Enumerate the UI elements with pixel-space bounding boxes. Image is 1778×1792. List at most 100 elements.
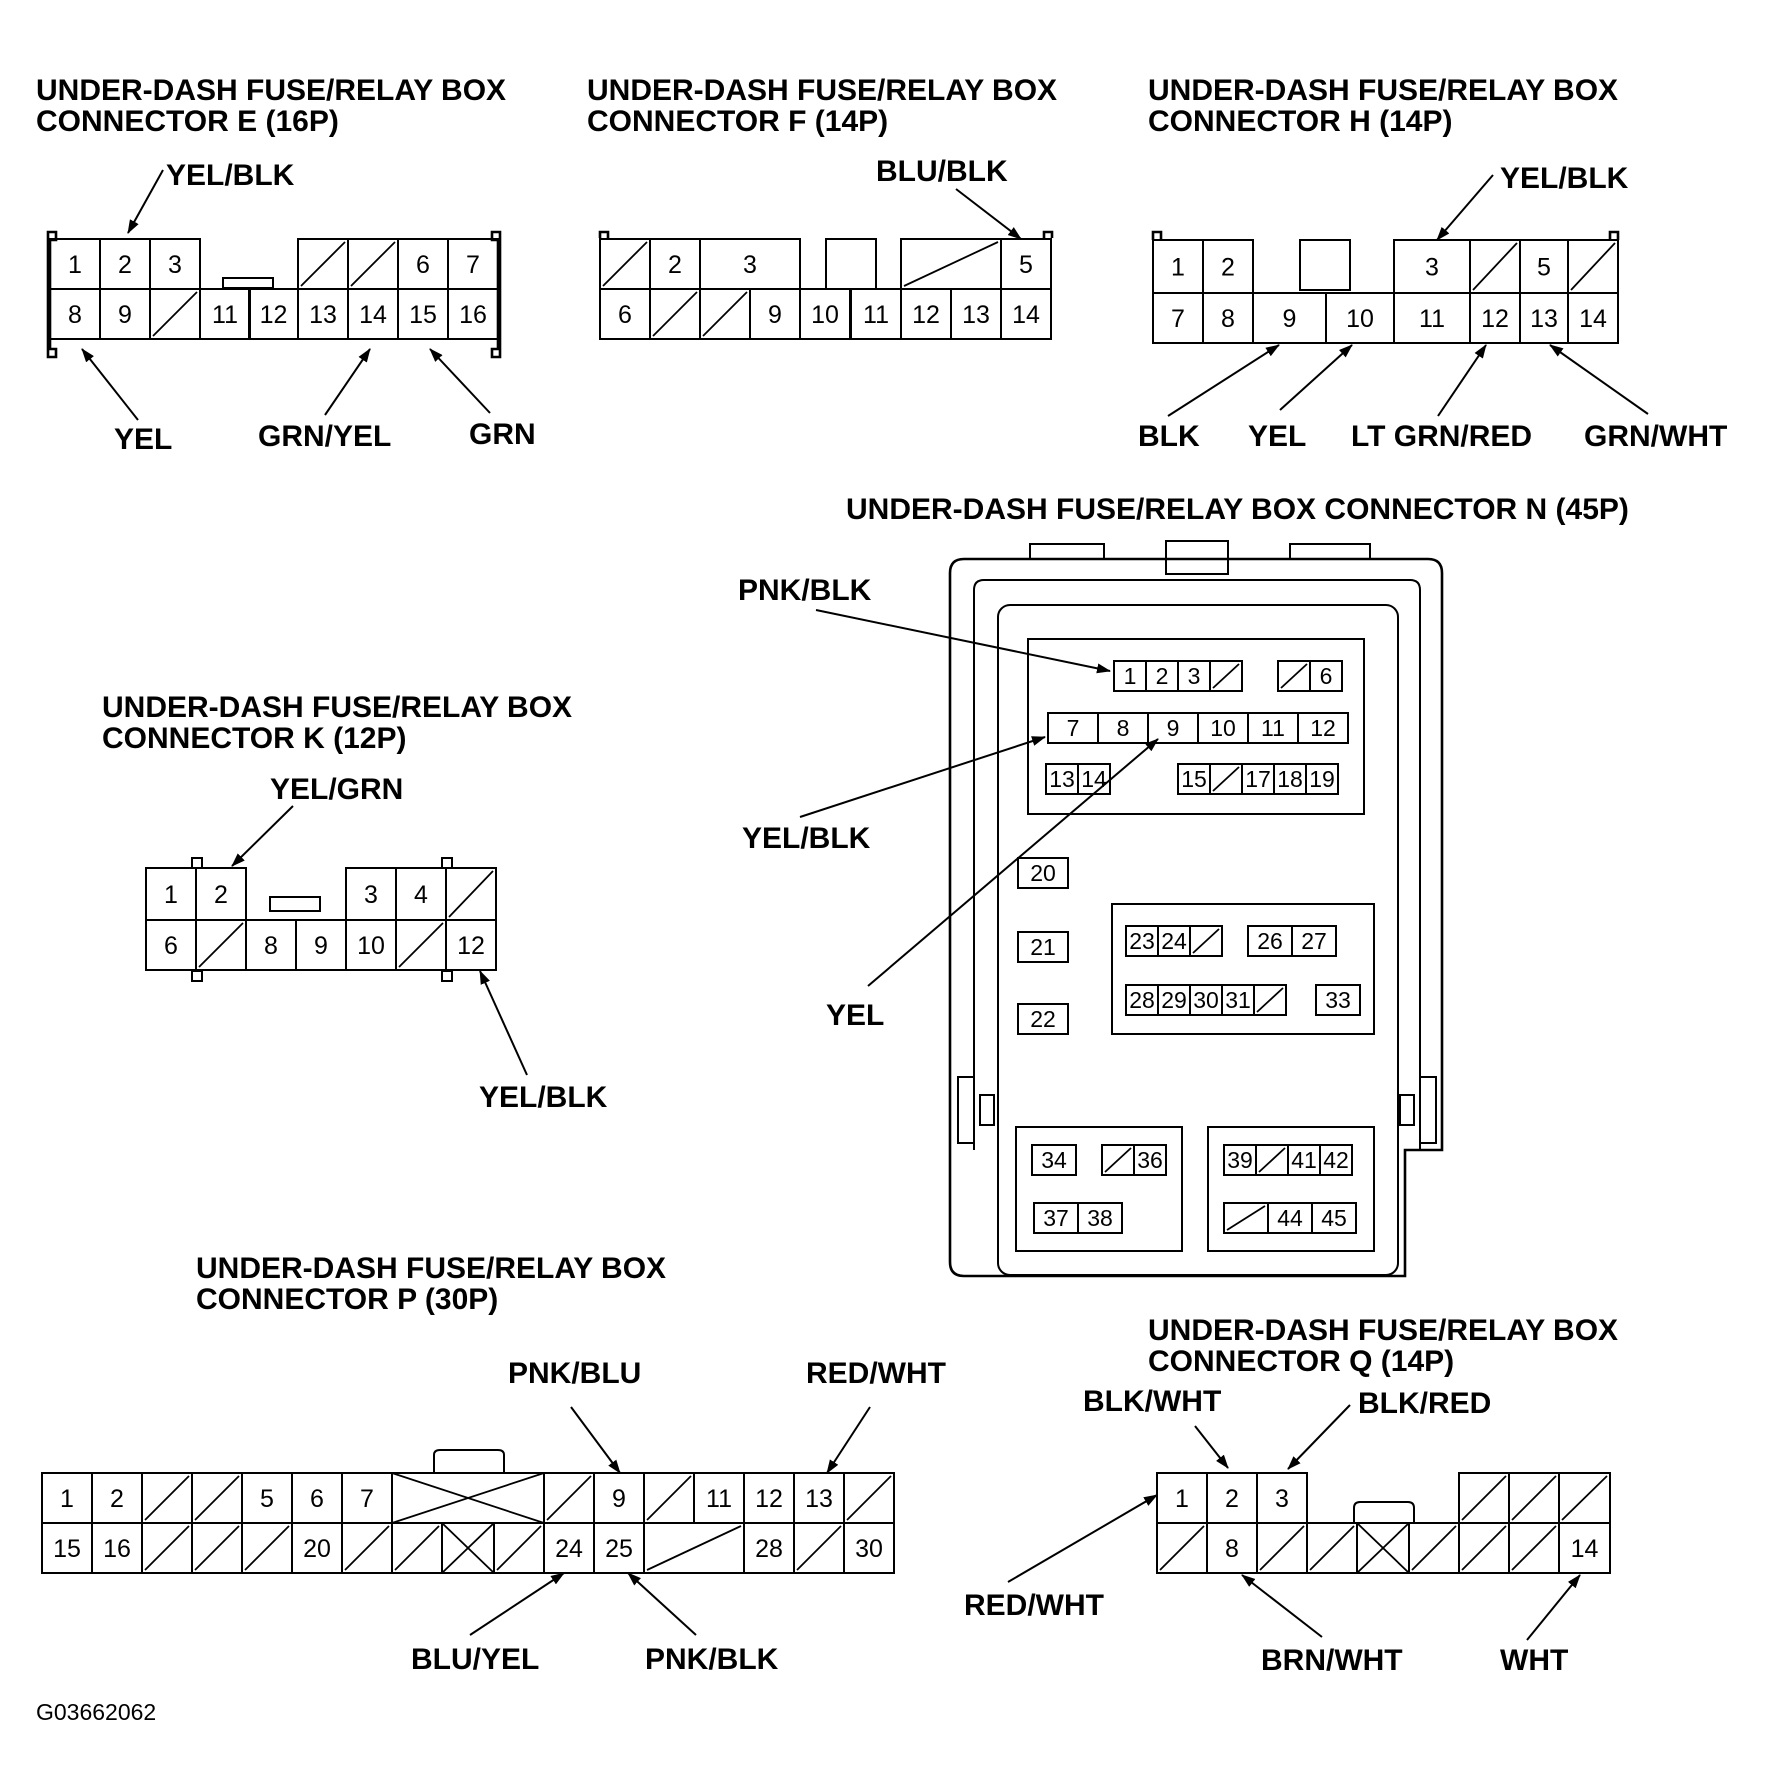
terminal-number: 2 [1156, 663, 1169, 689]
terminal-number: 5 [1019, 251, 1033, 279]
connector-n: UNDER-DASH FUSE/RELAY BOX CONNECTOR N (4… [738, 493, 1629, 1278]
unused-terminal-mark [1104, 1147, 1132, 1173]
terminal-number: 15 [53, 1535, 81, 1563]
terminal-cell [1315, 984, 1361, 1016]
connector-p: UNDER-DASH FUSE/RELAY BOX CONNECTOR P (3… [41, 1252, 946, 1676]
unused-terminal-mark [546, 1475, 592, 1521]
arrow-q-blk-wht [1194, 1425, 1229, 1469]
arrow-e-yel [81, 348, 139, 421]
connector-k-peg [441, 857, 453, 869]
terminal-number: 39 [1227, 1147, 1253, 1173]
terminal-cell [1133, 1144, 1167, 1176]
terminal-cell [1017, 931, 1069, 963]
connector-q: UNDER-DASH FUSE/RELAY BOX CONNECTOR Q (1… [964, 1314, 1618, 1677]
terminal-number: 14 [1571, 1535, 1599, 1563]
wire-label-h-grn-wht: GRN/WHT [1584, 420, 1727, 453]
terminal-cell [1031, 1144, 1077, 1176]
terminal-number: 18 [1277, 766, 1303, 792]
unused-terminal-mark [398, 922, 444, 968]
unused-terminal-mark [1192, 928, 1220, 954]
unused-terminal-mark [1280, 663, 1308, 689]
unused-terminal-mark [652, 291, 698, 337]
arrow-e-grn-yel [324, 348, 371, 416]
wire-label-n-yel: YEL [826, 999, 884, 1032]
connector-n-title: UNDER-DASH FUSE/RELAY BOX CONNECTOR N (4… [846, 493, 1629, 526]
unused-terminal-mark [1472, 242, 1518, 291]
terminal-cell-unused [1209, 660, 1243, 692]
connector-k-title-line2: CONNECTOR K (12P) [102, 722, 406, 755]
unused-terminal-mark [1212, 663, 1240, 689]
connector-f-latch-right [1042, 230, 1054, 240]
connector-f-latch-left [598, 230, 610, 240]
unused-terminal-mark [350, 241, 396, 287]
terminal-cell [1291, 925, 1337, 957]
connector-e-title-line2: CONNECTOR E (16P) [36, 105, 339, 138]
arrow-n-pnk-blk [815, 609, 1111, 674]
terminal-number: 10 [1210, 715, 1236, 741]
terminal-number: 27 [1301, 928, 1327, 954]
unused-terminal-mark [1309, 1525, 1355, 1571]
terminal-number: 11 [863, 301, 889, 329]
terminal-cell-unused [1189, 925, 1223, 957]
arrow-k-yel-grn [231, 805, 294, 867]
connector-k-peg [191, 970, 203, 982]
connector-f-title-line1: UNDER-DASH FUSE/RELAY BOX [587, 74, 1057, 107]
wire-label-h-lt-grn-red: LT GRN/RED [1351, 420, 1532, 453]
terminal-cell [1309, 660, 1343, 692]
wire-label-h-yel-blk: YEL/BLK [1500, 162, 1629, 195]
connector-e: UNDER-DASH FUSE/RELAY BOX CONNECTOR E (1… [36, 74, 536, 456]
terminal-number: 6 [1320, 663, 1333, 689]
terminal-number: 6 [618, 301, 632, 329]
unused-terminal-mark [1511, 1475, 1557, 1521]
terminal-number: 2 [118, 251, 132, 279]
terminal-number: 10 [811, 301, 839, 329]
terminal-number: 19 [1309, 766, 1335, 792]
terminal-number: 24 [1161, 928, 1187, 954]
terminal-number: 2 [110, 1485, 124, 1513]
terminal-number: 3 [743, 251, 757, 279]
connector-e-title-line1: UNDER-DASH FUSE/RELAY BOX [36, 74, 506, 107]
wire-label-e-yel: YEL [114, 423, 172, 456]
connector-h: UNDER-DASH FUSE/RELAY BOX CONNECTOR H (1… [1138, 74, 1727, 453]
terminal-number: 12 [260, 301, 288, 329]
terminal-number: 11 [1419, 305, 1445, 333]
terminal-number: 20 [303, 1535, 331, 1563]
cross-mark [441, 1522, 495, 1574]
arrow-e-yel-blk [127, 169, 164, 234]
connector-n-top-tab [1029, 543, 1105, 560]
unused-terminal-mark [846, 1475, 892, 1521]
connector-k-title-line1: UNDER-DASH FUSE/RELAY BOX [102, 691, 572, 724]
terminal-number: 9 [118, 301, 132, 329]
unused-terminal-mark [1561, 1475, 1608, 1521]
terminal-number: 1 [1124, 663, 1137, 689]
terminal-number: 20 [1030, 860, 1056, 886]
wire-label-n-yel-blk: YEL/BLK [742, 822, 871, 855]
terminal-cell-unused [1253, 984, 1287, 1016]
terminal-number: 17 [1245, 766, 1271, 792]
terminal-cell [825, 238, 877, 290]
connector-p-title-line1: UNDER-DASH FUSE/RELAY BOX [196, 1252, 666, 1285]
arrow-q-brn-wht [1241, 1574, 1323, 1638]
wire-label-q-brn-wht: BRN/WHT [1261, 1644, 1403, 1677]
wire-label-p-blu-yel: BLU/YEL [411, 1643, 539, 1676]
connector-n-side-clip [957, 1076, 975, 1144]
wire-label-h-yel: YEL [1248, 420, 1306, 453]
terminal-number: 14 [359, 301, 387, 329]
connector-h-latch-right [1608, 230, 1620, 240]
terminal-number: 13 [309, 301, 337, 329]
terminal-number: 6 [310, 1485, 324, 1513]
connector-n-side-clip [1399, 1094, 1415, 1126]
connector-n-side-clip [979, 1094, 995, 1126]
terminal-cell [1305, 763, 1339, 795]
terminal-number: 12 [912, 301, 940, 329]
terminal-number: 41 [1291, 1147, 1317, 1173]
terminal-number: 34 [1041, 1147, 1067, 1173]
connector-n-block-middle [1111, 903, 1375, 1035]
connector-n-face [997, 604, 1399, 1276]
terminal-number: 2 [1225, 1485, 1239, 1513]
wire-label-p-pnk-blu: PNK/BLU [508, 1357, 641, 1390]
wire-label-f-blu-blk: BLU/BLK [876, 155, 1008, 188]
wire-label-q-red-wht: RED/WHT [964, 1589, 1104, 1622]
terminal-number: 3 [1275, 1485, 1289, 1513]
terminal-number: 8 [264, 932, 278, 960]
